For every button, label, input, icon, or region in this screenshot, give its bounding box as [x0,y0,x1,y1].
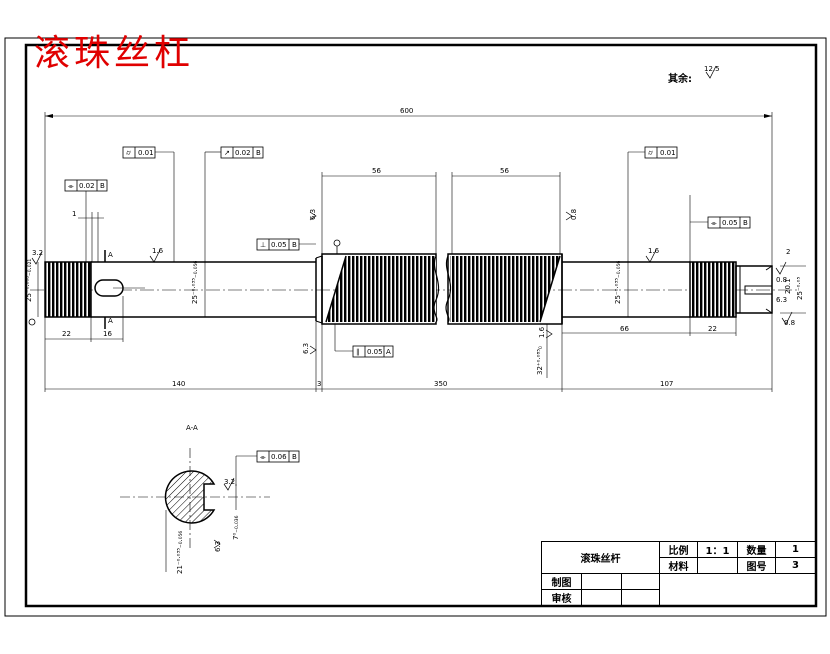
inner-frame [24,43,818,608]
gdt-parallel: ∥ 0.05 A [334,324,394,358]
material-label: 材料 [659,557,698,574]
dim-dia-right-end: 25⁻⁰·⁰⁵ [796,277,804,300]
dim-dia-left-journal: 25⁻⁰·⁰³⁵₋₀.₀₅₆ [191,261,199,304]
drawing-no-value: 3 [775,557,816,574]
svg-text:0.05: 0.05 [271,241,287,249]
svg-text:∥: ∥ [356,348,360,356]
roughness-symbols: 3.2 1.6 6.3 6.3 0.8 1.6 1.6 0.8 6.3 0.8 … [31,65,795,552]
other-roughness: 12.5 [704,65,720,73]
outer-frame [4,37,827,617]
svg-text:⌭: ⌭ [126,149,131,157]
section-label: A-A [186,424,198,432]
drawing-no-label: 图号 [737,557,776,574]
qty-value: 1 [775,541,816,558]
svg-text:0.01: 0.01 [138,149,154,157]
section-key-dim: 7⁰₋₀.₀₃₆ [232,515,240,540]
dim-dia-right-inner: 20.1 [784,278,792,294]
dim-3: 3 [317,380,321,388]
qty-label: 数量 [737,541,776,558]
section-mark-a-top: A [108,251,113,259]
other-surface-label: 其余: [668,74,692,85]
gdt-cyl-left: ⌭ 0.01 [122,146,175,262]
right-end [735,265,773,314]
dim-dia-left-thread: 25⁻⁰·⁰⁰⁸₋₀.₀₂₁ [25,259,33,302]
dim-dia-right-journal: 25⁻⁰·⁰³⁵₋₀.₀₅₆ [614,261,622,304]
svg-text:1.6: 1.6 [152,247,164,255]
section-view: A-A 7⁰₋₀.₀₃₆ 21⁻⁰·⁰³⁵₋₀.₀₅₆ [120,424,270,574]
drawn-label: 制图 [541,573,582,590]
dim-140: 140 [172,380,185,388]
right-shaft [561,254,690,324]
drawing-title: 滚珠丝杠 [34,33,195,74]
gdt-sym-right: ⌯ 0.05 B [689,195,751,262]
dim-350: 350 [434,380,447,388]
screw-section [321,253,563,325]
svg-text:⌯: ⌯ [711,219,717,227]
svg-text:A: A [386,348,391,356]
svg-text:↗: ↗ [224,149,230,157]
right-thread-section [689,261,737,318]
gdt-sym-left: ⌯ 0.02 B [64,179,108,262]
dim-1: 1 [72,210,76,218]
svg-text:B: B [743,219,748,227]
svg-text:1.6: 1.6 [538,326,546,338]
svg-text:0.02: 0.02 [235,149,251,157]
svg-text:B: B [292,241,297,249]
part-name: 滚珠丝杆 [541,541,660,574]
svg-text:B: B [292,453,297,461]
section-dia-dim: 21⁻⁰·⁰³⁵₋₀.₀₅₆ [176,531,184,574]
bottom-dims: 140 3 350 107 22 16 66 22 [44,296,773,392]
svg-text:0.02: 0.02 [79,182,95,190]
dim-dia-screw: 32⁺⁰·⁰⁸⁵₀ [536,346,544,375]
svg-text:1.6: 1.6 [648,247,660,255]
material-value [697,557,738,574]
svg-text:6.3: 6.3 [776,296,787,304]
scale-label: 比例 [659,541,698,558]
svg-text:0.06: 0.06 [271,453,287,461]
left-shaft [91,255,323,324]
svg-text:6.3: 6.3 [214,541,222,552]
svg-text:⌯: ⌯ [68,182,74,190]
svg-text:B: B [100,182,105,190]
thread-length-dims: 56 56 [321,167,561,254]
dim-107: 107 [660,380,673,388]
svg-text:⌭: ⌭ [648,149,653,157]
datum-b-marker [28,318,36,326]
title-block: 滚珠丝杆 比例 1：1 数量 1 材料 图号 3 制图 审核 [541,541,816,606]
gdt-runout-left: ↗ 0.02 B [204,146,264,262]
svg-text:0.8: 0.8 [784,319,795,327]
svg-text:0.8: 0.8 [570,209,578,220]
svg-text:3.2: 3.2 [32,249,43,257]
svg-text:6.3: 6.3 [302,343,310,354]
svg-text:3.2: 3.2 [224,478,235,486]
dim-22-right: 22 [708,325,717,333]
svg-text:0.8: 0.8 [776,276,787,284]
svg-text:0.05: 0.05 [367,348,383,356]
overall-length-dim: 600 [44,107,773,266]
svg-text:⌯: ⌯ [260,453,266,461]
dim-56-b: 56 [500,167,509,175]
svg-text:B: B [256,149,261,157]
section-mark-a-bottom: A [108,317,113,325]
dim-2: 2 [786,248,790,256]
left-thread-section [44,261,92,318]
dim-16: 16 [103,330,112,338]
gdt-cyl-right: ⌭ 0.01 [627,146,678,262]
svg-text:6.3: 6.3 [309,209,317,220]
dim-22-left: 22 [62,330,71,338]
dim-56-a: 56 [372,167,381,175]
svg-text:0.01: 0.01 [660,149,676,157]
company-area [659,573,816,606]
svg-text:⊥: ⊥ [260,241,266,249]
dim-66: 66 [620,325,629,333]
gdt-sym-section: ⌯ 0.06 B [235,450,300,486]
scale-value: 1：1 [697,541,738,558]
dim-overall: 600 [400,107,413,115]
svg-text:0.05: 0.05 [722,219,738,227]
checked-label: 审核 [541,589,582,606]
gdt-perp: ⊥ 0.05 B [256,238,316,251]
datum-a-marker [333,239,341,247]
